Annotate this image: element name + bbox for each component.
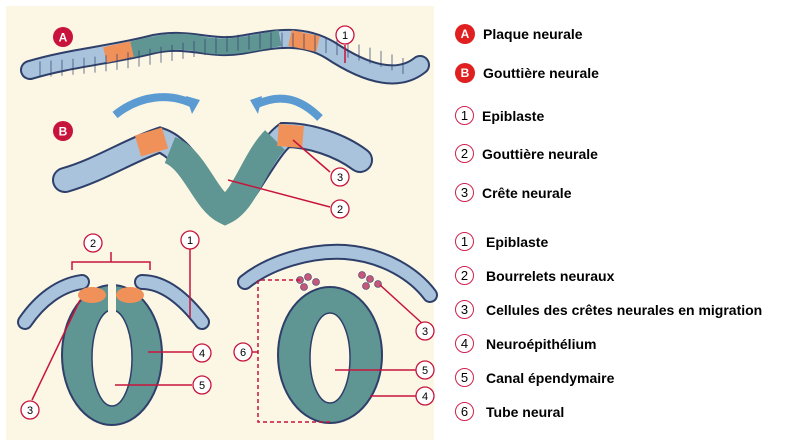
legend-label: Neuroépithélium <box>486 336 596 352</box>
callout-badge: 3 <box>455 183 474 202</box>
legend: A Plaque neurale B Gouttière neurale 1 E… <box>443 0 788 446</box>
callout-mid-2: 2 <box>331 200 349 218</box>
callout-bl-3: 3 <box>21 401 39 419</box>
svg-text:4: 4 <box>199 348 205 360</box>
callout-mid-3: 3 <box>331 168 349 186</box>
badge-b: B <box>455 63 475 83</box>
svg-text:4: 4 <box>422 391 428 403</box>
neural-groove-orange-left <box>138 138 165 146</box>
neural-groove-orange-right <box>278 135 303 137</box>
legend-g1-item-2: 2 Gouttière neurale <box>455 144 598 163</box>
legend-label: Plaque neurale <box>483 26 583 42</box>
callout-badge: 2 <box>455 266 474 285</box>
legend-g1-item-3: 3 Crête neurale <box>455 183 571 202</box>
callout-badge: 2 <box>455 144 474 163</box>
legend-g2-item-4: 4 Neuroépithélium <box>455 334 596 353</box>
svg-text:1: 1 <box>342 30 348 42</box>
panel-letter-a: A <box>53 27 73 47</box>
legend-g2-item-1: 1 Epiblaste <box>455 232 548 251</box>
legend-stage-a: A Plaque neurale <box>455 24 583 44</box>
svg-text:5: 5 <box>422 365 428 377</box>
callout-br-3: 3 <box>416 322 434 340</box>
neural-tube-diagram: A B 1 3 2 2 1 3 4 5 6 3 <box>0 0 440 446</box>
callout-badge: 1 <box>455 232 474 251</box>
svg-text:3: 3 <box>422 326 428 338</box>
callout-bl-5: 5 <box>193 376 211 394</box>
left-tube-cleft <box>108 280 116 312</box>
legend-label: Bourrelets neuraux <box>486 268 614 284</box>
right-crest-cells <box>116 287 144 303</box>
legend-label: Epiblaste <box>482 108 544 124</box>
callout-badge: 4 <box>455 334 474 353</box>
callout-bl-2: 2 <box>84 234 102 252</box>
svg-text:3: 3 <box>27 405 33 417</box>
svg-text:5: 5 <box>199 380 205 392</box>
svg-text:2: 2 <box>90 238 96 250</box>
callout-br-6: 6 <box>234 343 252 361</box>
legend-label: Tube neural <box>486 404 564 420</box>
callout-badge: 5 <box>455 368 474 387</box>
badge-a: A <box>455 24 475 44</box>
right-tube-lumen <box>310 313 350 403</box>
legend-label: Crête neurale <box>482 185 571 201</box>
legend-stage-b: B Gouttière neurale <box>455 63 599 83</box>
svg-text:6: 6 <box>240 347 246 359</box>
legend-label: Epiblaste <box>486 234 548 250</box>
callout-top-1: 1 <box>336 26 354 44</box>
callout-br-5: 5 <box>416 361 434 379</box>
callout-badge: 3 <box>455 300 474 319</box>
svg-text:3: 3 <box>337 172 343 184</box>
legend-label: Canal épendymaire <box>486 370 614 386</box>
callout-badge: 6 <box>455 402 474 421</box>
callout-bl-4: 4 <box>193 344 211 362</box>
legend-label: Gouttière neurale <box>483 65 599 81</box>
callout-bl-1: 1 <box>181 231 199 249</box>
legend-g2-item-3: 3 Cellules des crêtes neurales en migrat… <box>455 300 762 319</box>
panel-letter-b: B <box>53 121 73 141</box>
legend-g2-item-2: 2 Bourrelets neuraux <box>455 266 614 285</box>
legend-label: Gouttière neurale <box>482 146 598 162</box>
svg-text:B: B <box>59 125 68 139</box>
left-tube-lumen <box>92 310 132 406</box>
legend-g1-item-1: 1 Epiblaste <box>455 106 544 125</box>
legend-label: Cellules des crêtes neurales en migratio… <box>486 302 762 318</box>
left-crest-cells <box>78 287 106 303</box>
svg-text:1: 1 <box>187 235 193 247</box>
legend-g2-item-5: 5 Canal épendymaire <box>455 368 614 387</box>
svg-text:A: A <box>59 31 68 45</box>
callout-br-4: 4 <box>416 387 434 405</box>
svg-text:2: 2 <box>337 204 343 216</box>
legend-g2-item-6: 6 Tube neural <box>455 402 564 421</box>
callout-badge: 1 <box>455 106 474 125</box>
